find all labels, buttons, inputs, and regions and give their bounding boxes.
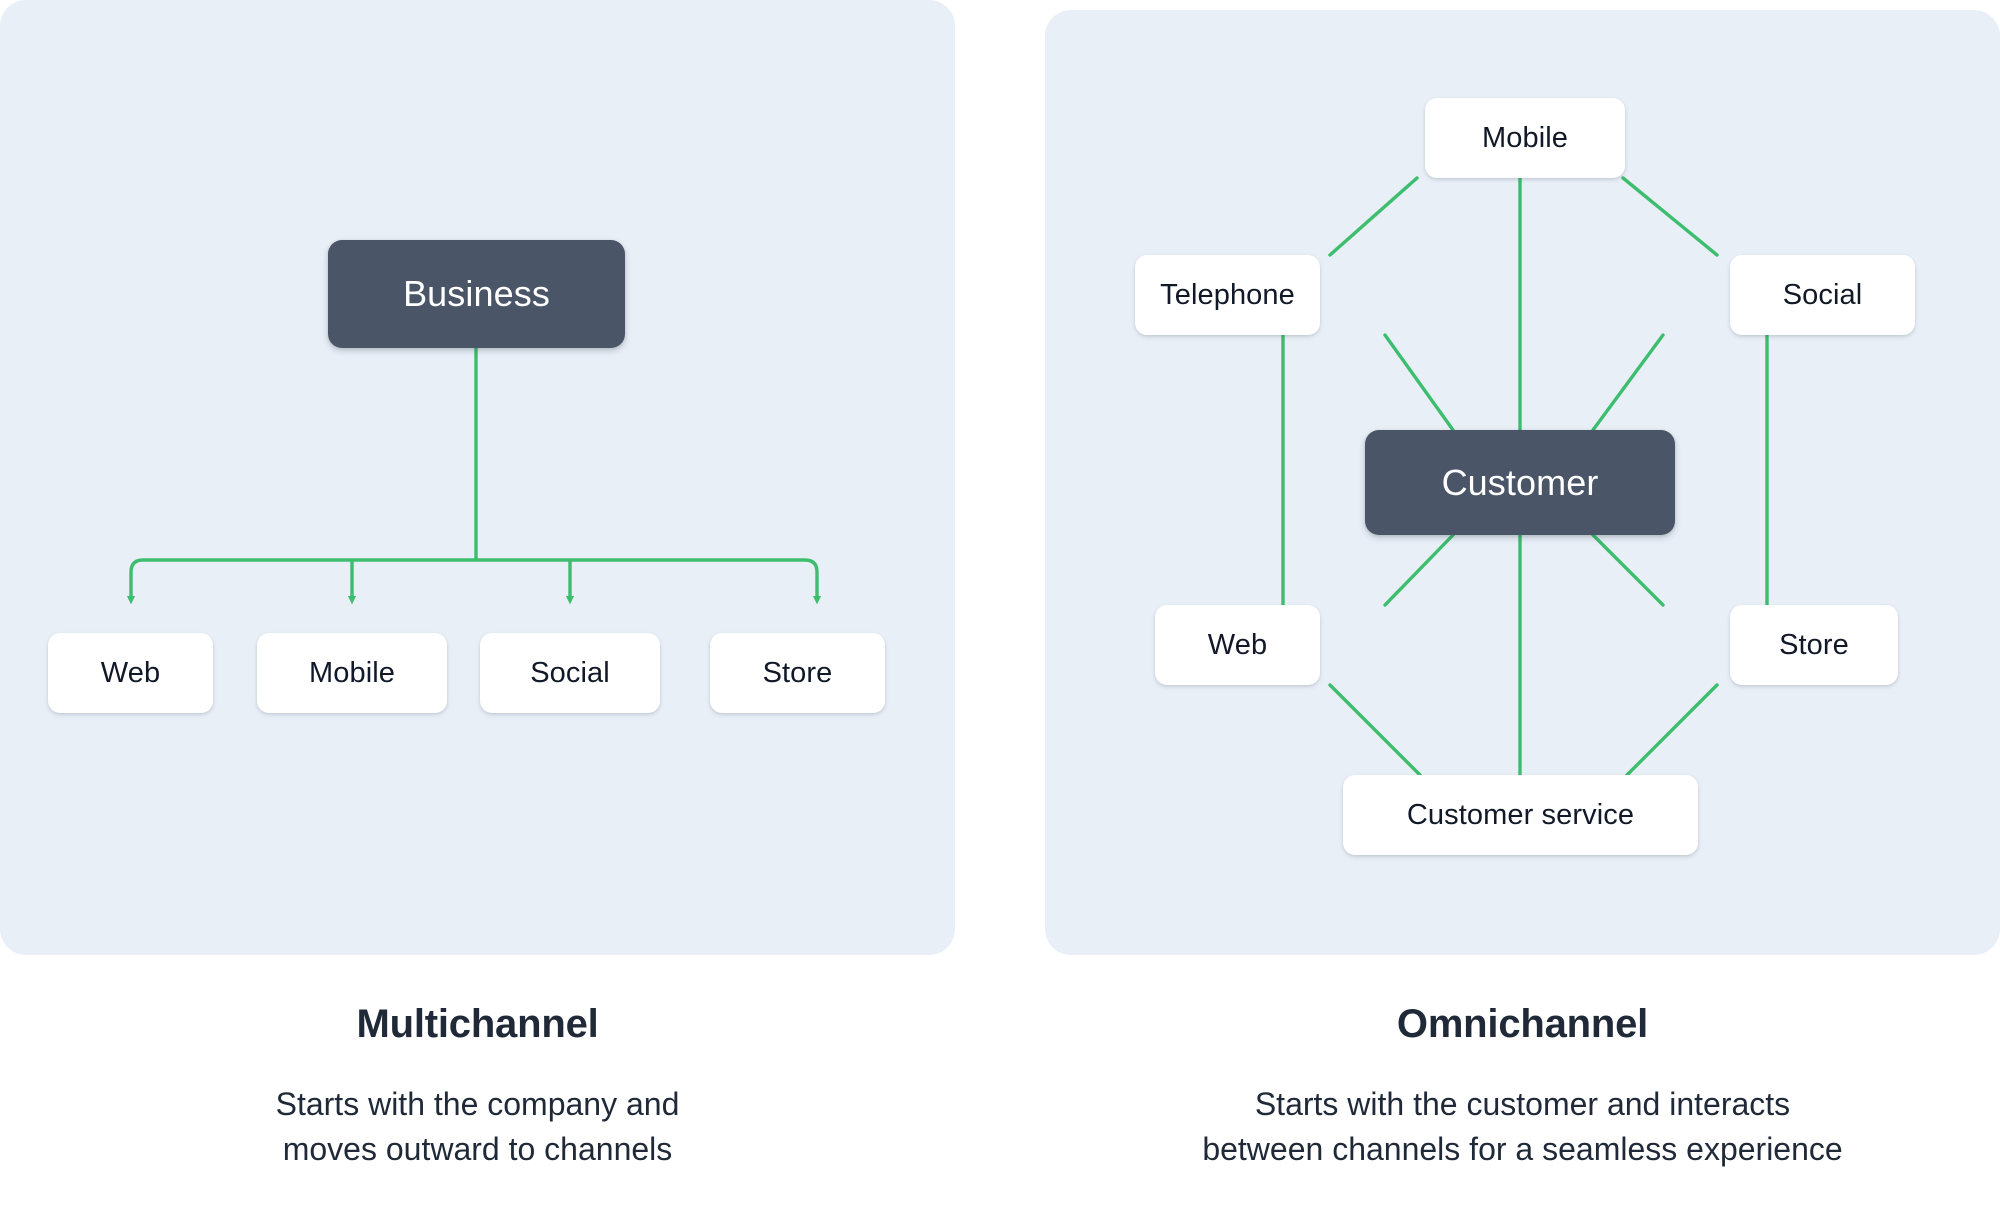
omnichannel-description-line-2: between channels for a seamless experien…	[1202, 1131, 1843, 1168]
node-customer-service[interactable]: Customer service	[1343, 775, 1698, 855]
node-social-right-label: Social	[1782, 278, 1863, 311]
node-social-left[interactable]: Social	[480, 633, 660, 713]
omnichannel-title: Omnichannel	[1396, 1002, 1649, 1046]
node-store-right-label: Store	[1779, 628, 1849, 661]
multichannel-title: Multichannel	[356, 1002, 599, 1046]
edge-telephone-mobile	[1328, 176, 1419, 257]
node-web-left-label: Web	[100, 656, 161, 689]
edge-mobile-social	[1621, 176, 1719, 257]
edge-store-customerservice	[1625, 683, 1719, 777]
omnichannel-caption: Omnichannel Starts with the customer and…	[1045, 1000, 2000, 1173]
edge-web-customer	[1383, 533, 1455, 607]
node-web-left[interactable]: Web	[48, 633, 213, 713]
node-customer[interactable]: Customer	[1365, 430, 1675, 535]
edge-to-web	[126, 558, 144, 605]
node-mobile-right-label: Mobile	[1481, 121, 1569, 154]
edge-web-customerservice	[1328, 683, 1422, 777]
node-business[interactable]: Business	[328, 240, 625, 348]
edge-telephone-customer	[1383, 333, 1455, 432]
node-store-right[interactable]: Store	[1730, 605, 1898, 685]
node-store-left[interactable]: Store	[710, 633, 885, 713]
multichannel-description-line-2: moves outward to channels	[282, 1131, 673, 1168]
node-telephone-right[interactable]: Telephone	[1135, 255, 1320, 335]
node-social-left-label: Social	[530, 656, 610, 689]
multichannel-description-line-1: Starts with the company and	[275, 1086, 680, 1122]
node-mobile-right[interactable]: Mobile	[1425, 98, 1625, 178]
omnichannel-description-line-1: Starts with the customer and interacts	[1254, 1086, 1791, 1122]
multichannel-panel: Business Web Mobile Social Store	[0, 0, 955, 955]
edge-social-customer	[1591, 333, 1665, 432]
edge-store-customer	[1591, 533, 1665, 607]
node-web-right-label: Web	[1207, 628, 1268, 661]
node-mobile-left[interactable]: Mobile	[257, 633, 447, 713]
node-customer-service-label: Customer service	[1406, 798, 1635, 831]
node-web-right[interactable]: Web	[1155, 605, 1320, 685]
node-store-left-label: Store	[762, 656, 833, 689]
omnichannel-panel: Mobile Telephone Social Customer Web Sto…	[1045, 10, 2000, 955]
omnichannel-description: Starts with the customer and interacts b…	[1045, 1082, 2000, 1173]
node-business-label: Business	[403, 273, 550, 314]
multichannel-description: Starts with the company and moves outwar…	[0, 1082, 955, 1173]
node-telephone-right-label: Telephone	[1160, 278, 1295, 311]
multichannel-caption: Multichannel Starts with the company and…	[0, 1000, 955, 1173]
node-social-right[interactable]: Social	[1730, 255, 1915, 335]
edge-to-store	[804, 558, 822, 605]
node-mobile-left-label: Mobile	[308, 656, 396, 689]
multichannel-connectors	[126, 348, 822, 605]
node-customer-label: Customer	[1441, 461, 1599, 503]
